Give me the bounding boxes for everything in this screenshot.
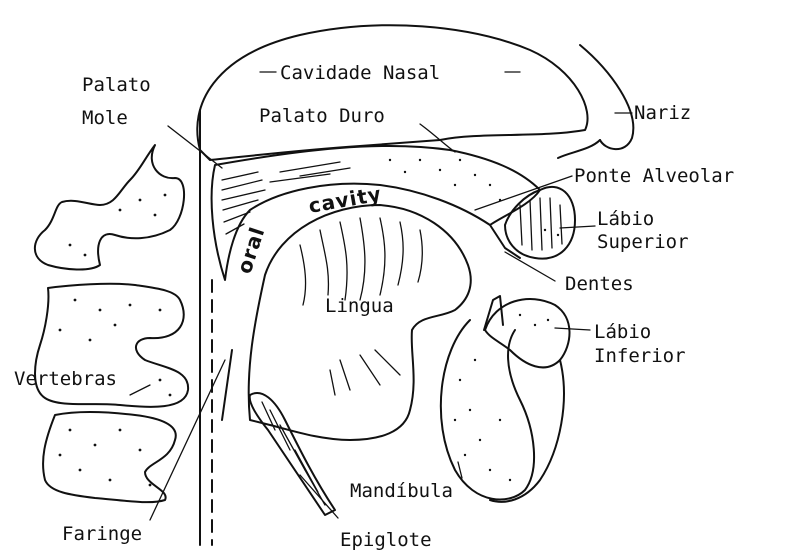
label-labio-superior-line1: Lábio [597, 208, 654, 230]
epiglottis-hatch [262, 402, 325, 505]
mandible-outline [441, 320, 534, 500]
tongue-outline [249, 205, 471, 440]
nasal-cavity-outline [197, 25, 587, 160]
label-palato-mole-line2: Mole [82, 107, 128, 129]
epiglottis-shape [250, 393, 335, 515]
label-epiglote: Epiglote [340, 529, 432, 550]
palate-shape [212, 146, 540, 280]
label-oral: oral [232, 224, 270, 277]
label-labio-inferior-line1: Lábio [594, 321, 651, 343]
label-cavidade-nasal: Cavidade Nasal [280, 62, 440, 84]
upper-lip-hatch [520, 198, 562, 250]
label-labio-superior-line2: Superior [597, 231, 689, 253]
tissue-stipple [389, 159, 559, 481]
lower-lip-outline [485, 299, 570, 367]
nose-outline [580, 45, 633, 149]
vertebrae-lower [43, 412, 176, 502]
label-faringe: Faringe [62, 523, 142, 545]
chin-outline [490, 360, 564, 502]
nose-lower [558, 140, 600, 158]
label-nariz: Nariz [634, 102, 691, 124]
label-palato-mole-line1: Palato [82, 74, 151, 96]
label-labio-inferior-line2: Inferior [594, 345, 686, 367]
vertebrae-dots [59, 194, 172, 487]
vertebrae-upper [35, 145, 184, 270]
label-mandibula: Mandíbula [350, 480, 453, 502]
label-palato-duro: Palato Duro [259, 105, 385, 127]
label-dentes: Dentes [565, 273, 634, 295]
label-lingua: Lingua [325, 295, 394, 317]
pharynx-front-wall [222, 350, 232, 420]
label-vertebras: Vertebras [14, 368, 117, 390]
label-ponte-alveolar: Ponte Alveolar [574, 165, 734, 187]
